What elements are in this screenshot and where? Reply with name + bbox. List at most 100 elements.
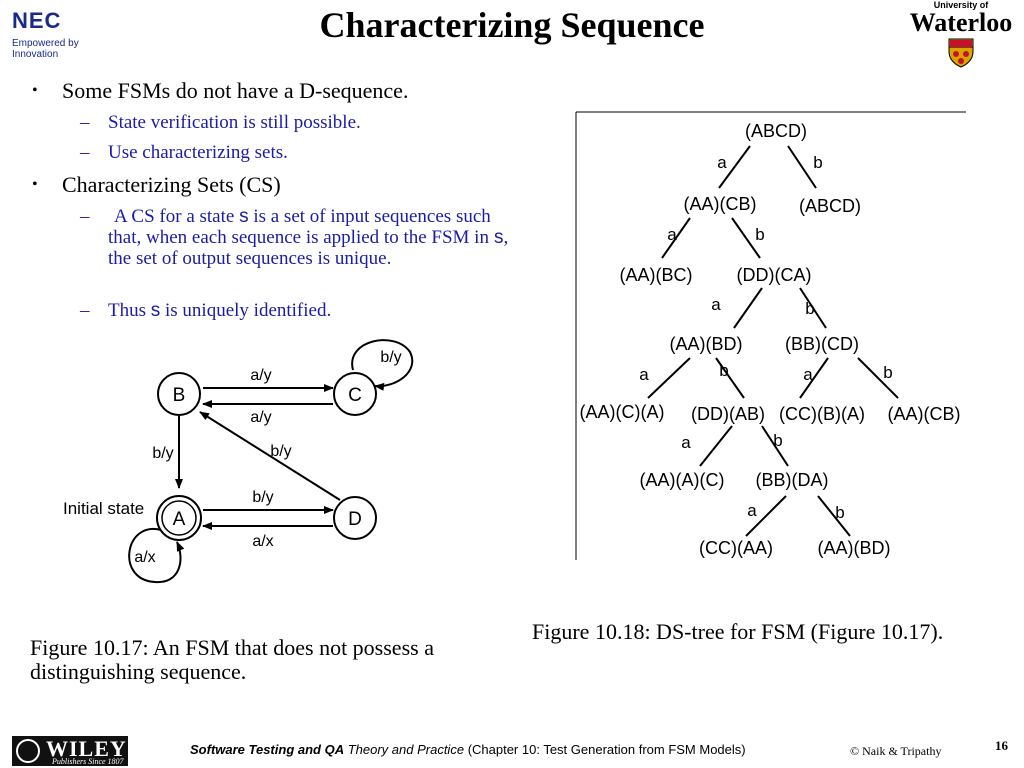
tree-node: (AA)(BC) [620, 265, 693, 285]
tree-node: (AA)(C)(A) [580, 402, 665, 422]
tree-edge-label: a [803, 365, 813, 384]
bullet-characterizing-sets: • Characterizing Sets (CS) [32, 173, 281, 197]
tree-edge-label: b [883, 363, 892, 382]
tree-edge [857, 357, 899, 399]
label-b-to-a: b/y [152, 445, 173, 462]
tree-edge-label: a [667, 225, 677, 244]
wiley-name: WILEY [46, 736, 127, 761]
thus-part2: is uniquely identified. [165, 300, 332, 321]
thus-part1: Thus [108, 300, 146, 321]
tree-node: (AA)(A)(C) [640, 470, 725, 490]
state-b: B [157, 372, 201, 416]
nec-name: NEC [12, 8, 62, 33]
tree-node: (CC)(AA) [699, 538, 773, 558]
dash-icon: – [80, 112, 90, 133]
dash-icon: – [80, 142, 90, 163]
bullet-dot-icon: • [32, 82, 38, 99]
label-c-self: b/y [380, 349, 401, 366]
state-symbol: s [493, 227, 504, 248]
state-d: D [333, 496, 377, 540]
footer-book-info: Software Testing and QA Theory and Pract… [190, 742, 746, 757]
dash-icon: – [80, 206, 90, 227]
label-a-self: a/x [134, 549, 155, 566]
ds-tree-diagram: a b a b a b a b a b a b a b (ABCD) (AA)(… [575, 111, 966, 560]
tree-node: (AA)(BD) [670, 334, 743, 354]
slide-title: Characterizing Sequence [319, 5, 705, 45]
state-a-label: A [173, 509, 186, 530]
cs-def-part3: , the set of output sequences is unique. [108, 227, 509, 269]
state-c: C [333, 372, 377, 416]
sub-bullet-text: Use characterizing sets. [108, 142, 288, 163]
state-symbol: s [150, 300, 161, 321]
tree-edge-label: b [813, 153, 822, 172]
tree-edge-label: b [835, 503, 844, 522]
sub-bullet-use-cs: – Use characterizing sets. [80, 142, 288, 163]
edge-d-to-b [199, 411, 341, 501]
cs-def-part2: is a set of input sequences such that, w… [108, 206, 491, 248]
bullet-no-dsequence: • Some FSMs do not have a D-sequence. [32, 78, 409, 103]
tree-node: (DD)(AB) [691, 404, 765, 424]
dash-icon: – [80, 300, 90, 321]
footer-book-title: Software Testing and QA [190, 742, 345, 757]
tree-edge [787, 145, 817, 189]
figure-10-18-caption: Figure 10.18: DS-tree for FSM (Figure 10… [532, 619, 944, 644]
tree-edge-label: a [711, 295, 721, 314]
tree-edge [799, 357, 829, 399]
tree-node: (BB)(CD) [785, 334, 859, 354]
tree-node: (ABCD) [799, 196, 861, 216]
tree-node: (AA)(CB) [888, 404, 961, 424]
tree-node: (AA)(CB) [684, 194, 757, 214]
state-b-label: B [173, 385, 186, 406]
nec-logo: NEC Empowered by Innovation [12, 8, 122, 61]
tree-edge [745, 495, 787, 537]
tree-edge [731, 217, 761, 259]
edge-c-self [351, 339, 414, 391]
label-c-to-b: a/y [250, 409, 271, 426]
fsm-diagram: B C A D a/y a/y b/y b/y b/y b/y a/x a/x … [63, 339, 414, 584]
sub-bullet-thus: – Thus s is uniquely identified. [80, 300, 332, 321]
tree-node: (BB)(DA) [756, 470, 829, 490]
label-d-to-b: b/y [270, 443, 291, 460]
sub-bullet-text: State verification is still possible. [108, 112, 361, 133]
tree-edge-label: b [805, 299, 814, 318]
waterloo-small-text: University of [933, 0, 989, 10]
bullet-text: Some FSMs do not have a D-sequence. [62, 78, 409, 103]
sub-bullet-verification: – State verification is still possible. [80, 112, 361, 133]
label-d-to-a: a/x [252, 533, 273, 550]
wiley-tagline: Publishers Since 1807 [52, 757, 124, 766]
initial-state-label: Initial state [63, 499, 144, 518]
figure-10-17-caption: Figure 10.17: An FSM that does not posse… [30, 635, 434, 684]
tree-edge-label: a [747, 501, 757, 520]
wiley-logo: WILEY Publishers Since 1807 [12, 736, 128, 766]
footer-chapter: (Chapter 10: Test Generation from FSM Mo… [467, 742, 746, 757]
footer-book-subtitle: Theory and Practice [347, 742, 465, 757]
tree-edge [699, 425, 733, 467]
nec-tagline: Empowered by Innovation [12, 38, 79, 60]
tree-edge-label: a [681, 433, 691, 452]
state-d-label: D [348, 509, 362, 530]
tree-node: (ABCD) [745, 121, 807, 141]
tree-edge-label: b [773, 431, 782, 450]
state-c-label: C [348, 385, 362, 406]
page-number: 16 [995, 738, 1008, 753]
tree-edge [661, 217, 691, 259]
cs-def-part1: A CS for a state [114, 206, 235, 227]
label-b-to-c: a/y [250, 367, 271, 384]
tree-edge [715, 357, 745, 399]
footer-copyright: © Naik & Tripathy [850, 744, 942, 758]
tree-node: (CC)(B)(A) [779, 404, 865, 424]
tree-edge [733, 287, 763, 329]
tree-edge [647, 357, 691, 399]
bullet-dot-icon: • [32, 176, 38, 193]
edge-a-self [128, 527, 185, 584]
tree-edge-label: b [755, 225, 764, 244]
tree-edge [718, 145, 751, 189]
tree-node: (DD)(CA) [737, 265, 812, 285]
wiley-emblem-icon [16, 739, 40, 763]
tree-edge-label: a [639, 365, 649, 384]
tree-edge [799, 287, 827, 329]
waterloo-crest-icon [948, 38, 974, 68]
label-a-to-d: b/y [252, 489, 273, 506]
waterloo-logo: University of Waterloo [905, 0, 1017, 70]
sub-bullet-cs-definition: – A CS for a state s is a set of input s… [80, 206, 528, 269]
